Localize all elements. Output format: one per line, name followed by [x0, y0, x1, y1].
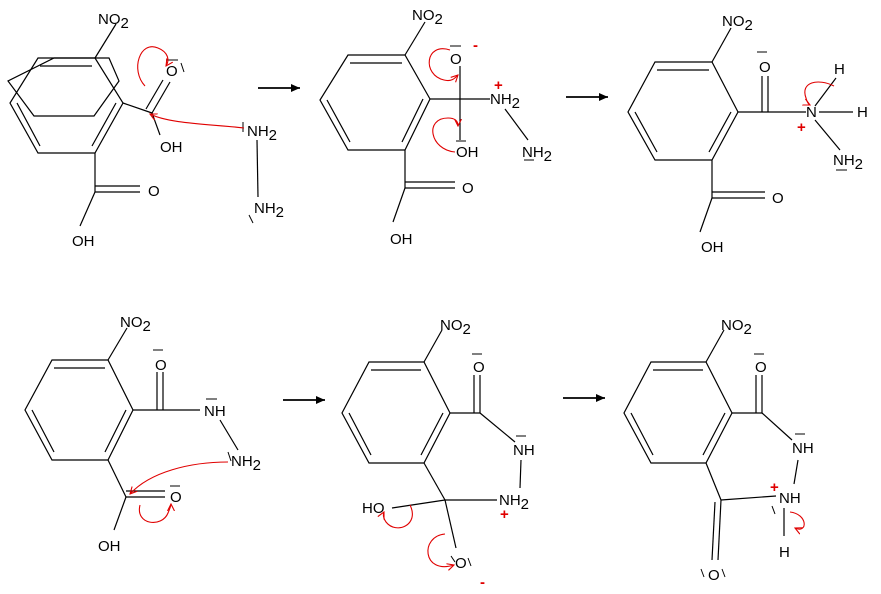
carbonyl-oxygen: O: [759, 59, 771, 76]
hydrazine-nh2-bottom: NH2: [254, 200, 284, 221]
hydroxyl-label: OH: [98, 538, 121, 555]
nitro-label: NO2: [722, 13, 753, 34]
carbonyl-oxygen: O: [473, 359, 485, 376]
ring-nh: NH: [792, 440, 814, 457]
ammonium-nitrogen: N: [806, 104, 817, 121]
carbonyl-oxygen-2: O: [170, 489, 182, 506]
positive-charge: +: [500, 506, 509, 523]
carbonyl-oxygen-2: O: [148, 183, 160, 200]
terminal-nh2: NH2: [522, 144, 552, 165]
carbonyl-oxygen: O: [755, 359, 767, 376]
carbonyl-oxygen-2: O: [462, 180, 474, 197]
benzene-ring: [7, 57, 120, 117]
ammonium-nh2: NH2: [490, 91, 520, 112]
arrow-pi-to-oxygen: [137, 46, 168, 87]
positive-charge: +: [770, 479, 779, 496]
hydroxyl-label: OH: [160, 139, 183, 156]
hydroxyl-label: HO: [362, 500, 385, 517]
negative-charge: -: [480, 574, 485, 591]
step-4-hydrazide: NO2 O NH NH2 O OH: [24, 314, 261, 555]
hydrogen-upper: H: [834, 61, 845, 78]
hydroxyl-label-2: OH: [701, 239, 724, 256]
step-1-reactants: NO2 O OH O OH NH2 NH2: [7, 11, 284, 250]
carbonyl-oxygen-2: O: [772, 190, 784, 207]
step-2-tetrahedral-intermediate: NO2 O - NH2 + NH2 OH O OH: [319, 7, 552, 248]
hydrogen-label: H: [779, 544, 790, 561]
alkoxide-oxygen: O: [450, 51, 462, 68]
hydrazide-nh: NH: [204, 403, 226, 420]
ring-bonds: [9, 57, 124, 154]
terminal-nh2: NH2: [231, 453, 261, 474]
carbonyl-oxygen: O: [166, 63, 178, 80]
hydrazine-nh2-top: NH2: [247, 123, 277, 144]
positive-charge: +: [797, 119, 806, 136]
hydroxyl-label-2: OH: [390, 231, 413, 248]
hydrogen-right: H: [857, 104, 868, 121]
nitro-label: NO2: [721, 317, 752, 338]
carbonyl-oxygen-2: O: [708, 567, 720, 584]
arrow-nucleophile-attack: [150, 114, 245, 129]
nitro-label: NO2: [98, 11, 129, 32]
hydroxyl-label: OH: [456, 144, 479, 161]
alkoxide-oxygen: O: [455, 555, 467, 572]
ammonium-nh2: NH2: [499, 492, 529, 513]
ring-inner-bonds: [16, 65, 117, 147]
terminal-nh2: NH2: [833, 152, 863, 173]
positive-charge: +: [494, 77, 503, 94]
ammonium-nh: NH: [779, 490, 801, 507]
step-3-amide-cation: NO2 O N + H H NH2 O OH: [627, 13, 868, 256]
nitro-label: NO2: [120, 314, 151, 335]
nitro-label: NO2: [440, 317, 471, 338]
step-6-cyclized-cation: NO2 O NH NH + O H: [623, 317, 814, 584]
hydroxyl-label-2: OH: [72, 233, 95, 250]
nitro-label: NO2: [412, 7, 443, 28]
negative-charge: -: [473, 37, 478, 54]
step-5-cyclic-intermediate: NO2 O NH NH2 + HO O -: [341, 317, 535, 591]
ring-nh: NH: [513, 442, 535, 459]
carbonyl-oxygen: O: [155, 357, 167, 374]
